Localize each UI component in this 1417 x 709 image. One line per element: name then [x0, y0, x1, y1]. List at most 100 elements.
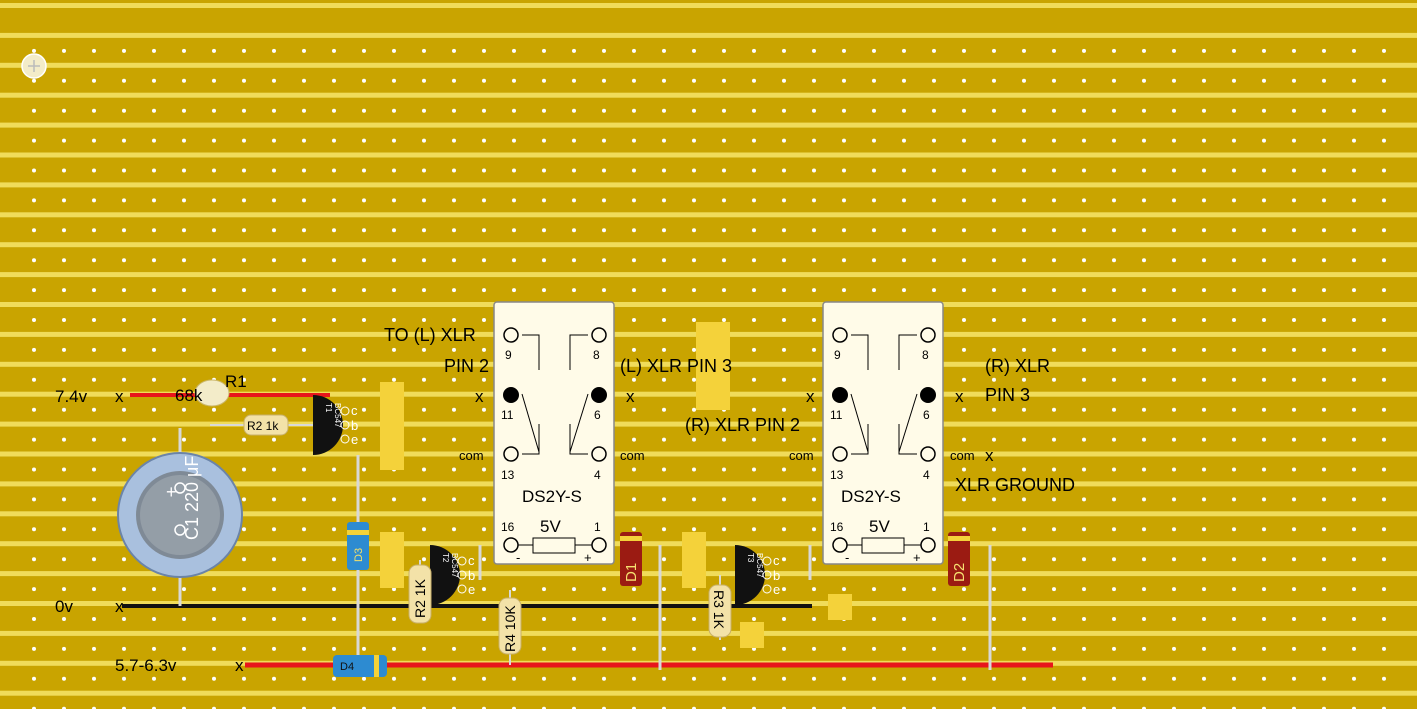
strip-hole: [1142, 587, 1146, 592]
strip-hole: [452, 617, 456, 621]
strip-hole: [1142, 318, 1146, 322]
strip-hole: [182, 347, 186, 352]
strip-hole: [1262, 288, 1266, 293]
strip-hole: [1232, 108, 1236, 113]
strip-hole: [602, 198, 606, 203]
strip-hole: [1382, 228, 1386, 233]
strip-hole: [422, 108, 426, 113]
strip-hole: [332, 557, 336, 562]
strip-hole: [842, 138, 846, 143]
strip-hole: [902, 48, 906, 53]
strip-hole: [122, 198, 126, 203]
strip-hole: [32, 467, 36, 472]
strip-hole: [1082, 527, 1086, 532]
strip-hole: [842, 108, 846, 113]
strip-hole: [272, 377, 276, 382]
strip-hole: [812, 527, 816, 532]
strip-hole: [1232, 407, 1236, 412]
strip-hole: [782, 587, 786, 592]
strip-hole: [1142, 347, 1146, 352]
strip-hole: [302, 288, 306, 293]
d4-label: D4: [340, 661, 354, 673]
strip-hole: [1112, 258, 1116, 263]
strip-hole: [242, 138, 246, 143]
strip-hole: [1172, 347, 1176, 352]
svg-text:+: +: [584, 550, 592, 565]
note-to-l-xlr: TO (L) XLR: [384, 325, 476, 345]
strip-hole: [902, 676, 906, 681]
strip-hole: [812, 288, 816, 293]
strip-hole: [302, 646, 306, 651]
strip-hole: [752, 108, 756, 113]
strip-hole: [812, 497, 816, 502]
strip-hole: [1262, 48, 1266, 53]
strip-hole: [1232, 467, 1236, 472]
strip-hole: [362, 646, 366, 651]
strip-hole: [62, 646, 66, 651]
strip-hole: [992, 138, 996, 143]
strip-hole: [902, 168, 906, 173]
strip-hole: [32, 138, 36, 143]
strip-hole: [32, 557, 36, 562]
strip-hole: [302, 138, 306, 143]
strip-hole: [1202, 646, 1206, 651]
strip-hole: [1142, 467, 1146, 472]
strip-hole: [362, 228, 366, 233]
strip-hole: [1292, 676, 1296, 681]
strip-hole: [1112, 706, 1116, 709]
strip-hole: [1022, 318, 1026, 322]
strip-hole: [362, 258, 366, 263]
strip-hole: [962, 676, 966, 681]
strip-hole: [632, 78, 636, 83]
strip-hole: [152, 646, 156, 651]
strip-hole: [752, 527, 756, 532]
strip-hole: [62, 288, 66, 293]
strip-hole: [212, 646, 216, 651]
strip-hole: [512, 228, 516, 233]
strip-hole: [1172, 497, 1176, 502]
strip-hole: [422, 288, 426, 293]
strip-hole: [482, 676, 486, 681]
strip-hole: [1052, 198, 1056, 203]
strip-hole: [1202, 407, 1206, 412]
strip-hole: [1232, 198, 1236, 203]
strip-hole: [902, 258, 906, 263]
strip-hole: [482, 407, 486, 412]
strip-hole: [1052, 467, 1056, 472]
strip-hole: [1112, 347, 1116, 352]
strip-hole: [932, 706, 936, 709]
strip-hole: [1052, 617, 1056, 621]
strip-hole: [1022, 258, 1026, 263]
strip-hole: [812, 48, 816, 53]
strip-hole: [992, 108, 996, 113]
strip-hole: [1202, 78, 1206, 83]
strip-hole: [32, 437, 36, 442]
strip-hole: [632, 527, 636, 532]
r3-label: R3 1K: [711, 590, 727, 630]
strip-hole: [632, 318, 636, 322]
strip-hole: [422, 676, 426, 681]
strip-hole: [392, 377, 396, 382]
strip-hole: [1382, 198, 1386, 203]
strip-hole: [812, 407, 816, 412]
strip-hole: [992, 467, 996, 472]
strip-hole: [1232, 706, 1236, 709]
strip-hole: [482, 527, 486, 532]
note-xlr-ground: XLR GROUND: [955, 475, 1075, 495]
strip-hole: [1382, 347, 1386, 352]
strip-hole: [1052, 676, 1056, 681]
strip-hole: [272, 587, 276, 592]
strip-hole: [152, 407, 156, 412]
strip-hole: [992, 228, 996, 233]
strip-hole: [812, 78, 816, 83]
strip-hole: [482, 646, 486, 651]
strip-hole: [452, 48, 456, 53]
strip-hole: [362, 347, 366, 352]
strip-hole: [692, 198, 696, 203]
strip-hole: [872, 48, 876, 53]
strip-hole: [572, 676, 576, 681]
d3-label: D3: [353, 548, 365, 562]
strip-highlight: [0, 451, 1417, 457]
strip-hole: [1202, 676, 1206, 681]
strip-hole: [512, 168, 516, 173]
